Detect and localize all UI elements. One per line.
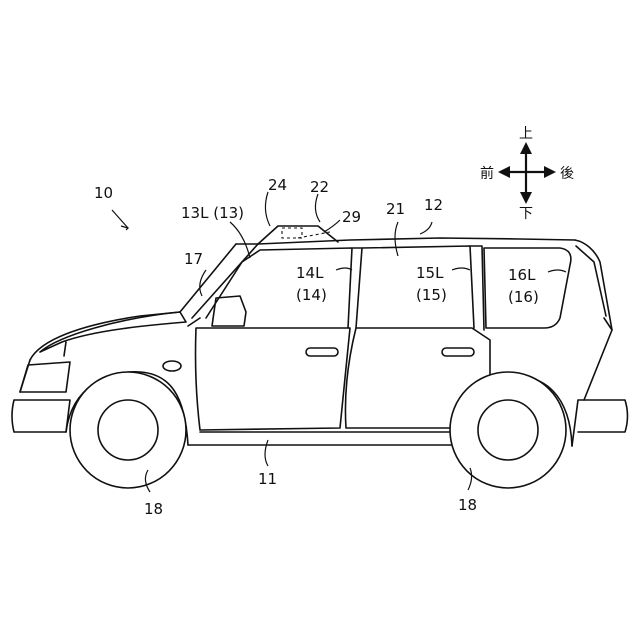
- label-a-pillar: 17: [184, 250, 203, 268]
- arrow-up-icon: [520, 142, 532, 154]
- label-rear-wheel: 18: [458, 496, 477, 514]
- direction-front-label: 前: [480, 165, 494, 182]
- arrow-left-icon: [498, 166, 510, 178]
- label-rear-window: 15L: [416, 264, 444, 282]
- label-rear-window-group: (15): [416, 286, 447, 304]
- label-roof: 12: [424, 196, 443, 214]
- front-wheel: [70, 372, 186, 488]
- label-quarter-window-group: (16): [508, 288, 539, 306]
- label-sensor: 24: [268, 176, 287, 194]
- label-windshield: 13L (13): [181, 204, 244, 222]
- label-vehicle: 10: [94, 184, 113, 202]
- label-front-window: 14L: [296, 264, 324, 282]
- label-module: 22: [310, 178, 329, 196]
- arrow-right-icon: [544, 166, 556, 178]
- label-body: 11: [258, 470, 277, 488]
- direction-down-label: 下: [519, 206, 533, 222]
- rear-wheel: [450, 372, 566, 488]
- label-front-window-group: (14): [296, 286, 327, 304]
- label-front-wheel: 18: [144, 500, 163, 518]
- label-cabin: 21: [386, 200, 405, 218]
- direction-rear-label: 後: [560, 166, 574, 182]
- label-camera: 29: [342, 208, 361, 226]
- direction-up-label: 上: [519, 126, 533, 142]
- direction-indicator: 上 下 前 後: [480, 126, 574, 222]
- arrow-down-icon: [520, 192, 532, 204]
- label-quarter-window: 16L: [508, 266, 536, 284]
